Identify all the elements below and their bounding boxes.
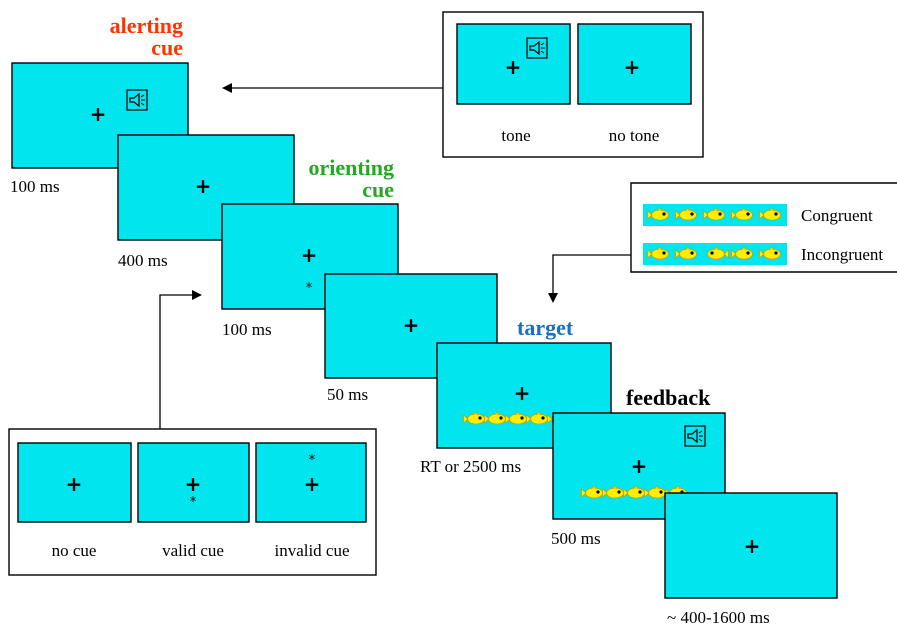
orienting-conditions-box: + + * * + no cue valid cue invalid cue [9,429,376,575]
duration-label: RT or 2500 ms [420,457,521,476]
duration-label: 100 ms [222,320,272,339]
cue-asterisk: * [306,281,313,296]
fixation-cross: + [624,55,641,79]
fixation-cross: + [403,313,420,337]
duration-label: 50 ms [327,385,368,404]
fixation-cross: + [631,454,648,478]
duration-label: 400 ms [118,251,168,270]
fixation-cross: + [195,174,212,198]
duration-label: ~ 400-1600 ms [667,608,770,627]
valid-cue-label: valid cue [162,541,224,560]
congruent-label: Congruent [801,206,873,225]
cue-asterisk: * [190,495,197,510]
cue-asterisk: * [309,453,316,468]
flanker-conditions-box: Congruent Incongruent [631,183,897,272]
fixation-cross: + [90,102,107,126]
incongruent-label: Incongruent [801,245,883,264]
fixation-cross: + [185,472,202,496]
duration-label: 500 ms [551,529,601,548]
fixation-cross: + [66,472,83,496]
tone-label: tone [501,126,530,145]
arrow-flanker-to-target [553,255,631,301]
fixation-cross: + [744,534,761,558]
orienting-cue-heading-line2: cue [362,177,394,202]
invalid-cue-label: invalid cue [274,541,349,560]
target-heading: target [517,315,574,340]
feedback-heading: feedback [626,385,711,410]
fixation-cross: + [304,472,321,496]
alerting-cue-heading-line2: cue [151,35,183,60]
fixation-cross: + [505,55,522,79]
fixation-cross: + [301,243,318,267]
duration-label: 100 ms [10,177,60,196]
screen-iti: + [665,493,837,598]
fixation-cross: + [514,381,531,405]
alerting-conditions-box: + + tone no tone [443,12,703,157]
no-tone-label: no tone [609,126,660,145]
arrow-cues-to-orienting [160,295,200,429]
no-cue-label: no cue [52,541,97,560]
